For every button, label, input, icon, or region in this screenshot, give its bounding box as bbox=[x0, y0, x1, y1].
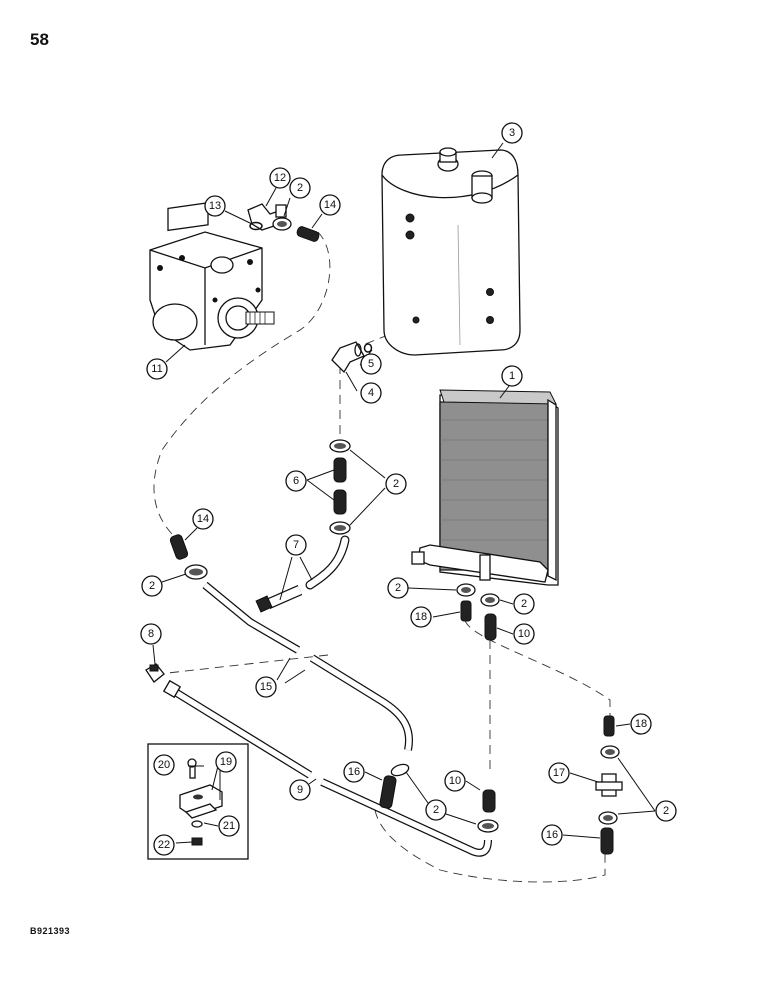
callout-18: 18 bbox=[410, 606, 432, 628]
svg-text:13: 13 bbox=[209, 200, 221, 212]
leader-lines bbox=[152, 142, 656, 844]
callout-3: 3 bbox=[501, 122, 523, 144]
svg-text:16: 16 bbox=[546, 829, 558, 841]
pump-fittings bbox=[247, 203, 320, 242]
svg-text:4: 4 bbox=[368, 387, 374, 399]
svg-text:16: 16 bbox=[348, 766, 360, 778]
svg-text:18: 18 bbox=[635, 718, 647, 730]
oil-cooler bbox=[411, 389, 559, 586]
svg-text:2: 2 bbox=[433, 804, 439, 816]
callout-2: 2 bbox=[425, 799, 447, 821]
hose-16-center bbox=[379, 763, 410, 809]
callout-10: 10 bbox=[444, 770, 466, 792]
svg-text:2: 2 bbox=[395, 582, 401, 594]
tube-assembly-9 bbox=[145, 663, 492, 857]
svg-text:11: 11 bbox=[151, 363, 162, 375]
callout-8: 8 bbox=[140, 623, 162, 645]
callout-2: 2 bbox=[387, 577, 409, 599]
hydraulic-pump bbox=[149, 202, 275, 351]
svg-text:2: 2 bbox=[663, 805, 669, 817]
callout-2: 2 bbox=[141, 575, 163, 597]
svg-text:2: 2 bbox=[393, 478, 399, 490]
callout-20: 20 bbox=[153, 754, 175, 776]
callout-4: 4 bbox=[360, 382, 382, 404]
callout-12: 12 bbox=[269, 167, 291, 189]
callout-2: 2 bbox=[385, 473, 407, 495]
hose-routing-lines bbox=[149, 231, 611, 883]
callout-13: 13 bbox=[204, 195, 226, 217]
callout-2: 2 bbox=[655, 800, 677, 822]
callout-7: 7 bbox=[285, 534, 307, 556]
svg-text:10: 10 bbox=[518, 628, 530, 640]
callout-15: 15 bbox=[255, 676, 277, 698]
callout-14: 14 bbox=[319, 194, 341, 216]
callout-6: 6 bbox=[285, 470, 307, 492]
svg-text:10: 10 bbox=[449, 775, 461, 787]
callout-2: 2 bbox=[289, 177, 311, 199]
callout-22: 22 bbox=[153, 834, 175, 856]
svg-text:7: 7 bbox=[293, 539, 299, 551]
callout-11: 11 bbox=[146, 358, 168, 380]
tube-assembly-7 bbox=[255, 535, 350, 613]
svg-text:18: 18 bbox=[415, 611, 427, 623]
tube-assembly-15 bbox=[202, 581, 413, 751]
elbow-hoses-and-clamps bbox=[329, 439, 351, 535]
page-number: 58 bbox=[30, 30, 49, 49]
svg-text:9: 9 bbox=[297, 784, 303, 796]
callout-17: 17 bbox=[548, 762, 570, 784]
svg-text:8: 8 bbox=[148, 628, 154, 640]
callout-9: 9 bbox=[289, 779, 311, 801]
tee-fitting-assembly bbox=[595, 715, 623, 855]
svg-text:2: 2 bbox=[149, 580, 155, 592]
svg-text:14: 14 bbox=[197, 513, 209, 525]
svg-text:15: 15 bbox=[260, 681, 272, 693]
svg-text:21: 21 bbox=[223, 820, 235, 832]
callout-16: 16 bbox=[541, 824, 563, 846]
svg-text:6: 6 bbox=[293, 475, 299, 487]
oil-reservoir bbox=[381, 147, 521, 356]
svg-text:14: 14 bbox=[324, 199, 336, 211]
callout-bubbles: 1 3 12 13 2 14 11 5 4 6 2 14 7 2 2 2 18 … bbox=[140, 122, 677, 856]
svg-text:17: 17 bbox=[553, 767, 565, 779]
svg-text:22: 22 bbox=[158, 839, 170, 851]
svg-text:2: 2 bbox=[521, 598, 527, 610]
callout-10: 10 bbox=[513, 623, 535, 645]
svg-text:1: 1 bbox=[509, 370, 515, 382]
svg-text:2: 2 bbox=[297, 182, 303, 194]
hose-14-left bbox=[169, 534, 208, 580]
callout-16: 16 bbox=[343, 761, 365, 783]
callout-5: 5 bbox=[360, 353, 382, 375]
cooler-hoses-and-clamps bbox=[456, 583, 500, 833]
callout-2: 2 bbox=[513, 593, 535, 615]
callout-18: 18 bbox=[630, 713, 652, 735]
svg-text:3: 3 bbox=[509, 127, 515, 139]
callout-19: 19 bbox=[215, 751, 237, 773]
svg-text:12: 12 bbox=[274, 172, 286, 184]
callout-14: 14 bbox=[192, 508, 214, 530]
figure-code: B921393 bbox=[30, 926, 71, 936]
svg-text:5: 5 bbox=[368, 358, 374, 370]
callout-1: 1 bbox=[501, 365, 523, 387]
callout-21: 21 bbox=[218, 815, 240, 837]
svg-text:20: 20 bbox=[158, 759, 170, 771]
svg-text:19: 19 bbox=[220, 756, 232, 768]
